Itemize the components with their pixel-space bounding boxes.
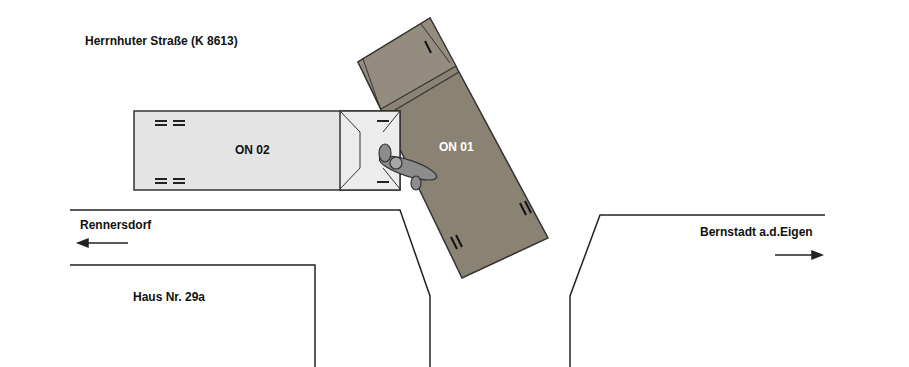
direction-arrow-head bbox=[78, 239, 88, 247]
cab-line bbox=[360, 132, 361, 168]
vehicle-cab bbox=[340, 111, 400, 190]
vehicle-body bbox=[358, 18, 548, 278]
wheel-mark bbox=[155, 124, 167, 126]
direction-arrow bbox=[775, 254, 816, 256]
person-limb bbox=[379, 144, 391, 162]
road-edge bbox=[70, 210, 430, 367]
wheel-mark bbox=[425, 41, 431, 53]
vehicle-on02: ON 02 bbox=[133, 110, 401, 191]
cab-line bbox=[421, 24, 450, 63]
direction-label: Rennersdorf bbox=[80, 218, 151, 232]
direction-arrow bbox=[84, 242, 128, 244]
wheel-mark bbox=[173, 182, 185, 184]
vehicle-label: ON 02 bbox=[233, 143, 272, 157]
direction-arrow-head bbox=[812, 251, 822, 259]
person-limb bbox=[411, 176, 421, 190]
wheel-mark bbox=[377, 181, 389, 183]
cab-line bbox=[385, 72, 459, 116]
road-edge bbox=[570, 215, 825, 367]
wheel-mark bbox=[173, 120, 185, 122]
wheel-mark bbox=[456, 235, 462, 247]
wheel-mark bbox=[377, 120, 389, 122]
direction-label: Bernstadt a.d.Eigen bbox=[700, 225, 813, 239]
road-edge bbox=[70, 265, 315, 367]
vehicle-cab bbox=[358, 18, 456, 109]
vehicle-label: ON 01 bbox=[437, 140, 476, 154]
wheel-mark bbox=[451, 237, 457, 249]
cab-line bbox=[340, 111, 360, 132]
wheel-mark bbox=[173, 124, 185, 126]
wheel-mark bbox=[155, 178, 167, 180]
person-head bbox=[390, 157, 402, 169]
wheel-mark bbox=[173, 178, 185, 180]
cab-line bbox=[340, 168, 360, 189]
wheel-mark bbox=[525, 201, 531, 213]
wheel-mark bbox=[155, 182, 167, 184]
house-label: Haus Nr. 29a bbox=[133, 290, 205, 304]
wheel-mark bbox=[520, 203, 526, 215]
cab-line bbox=[363, 59, 379, 105]
street-name: Herrnhuter Straße (K 8613) bbox=[85, 34, 238, 48]
vehicle-body bbox=[134, 111, 400, 190]
wheel-mark bbox=[155, 120, 167, 122]
